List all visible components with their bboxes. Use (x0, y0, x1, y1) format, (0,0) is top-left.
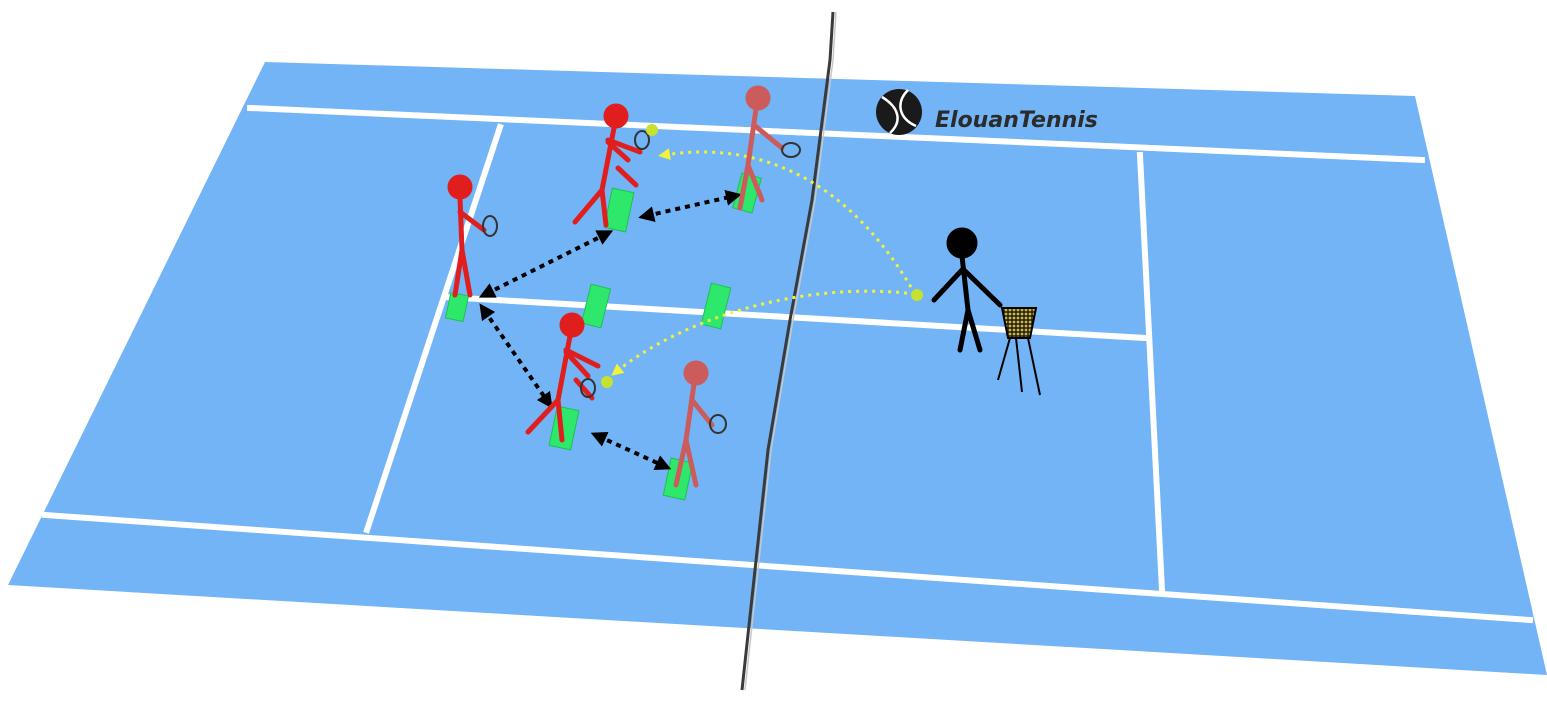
tennis-ball (911, 289, 923, 301)
tennis-ball (601, 376, 613, 388)
tennis-ball-icon (876, 89, 922, 135)
brand-name: ElouanTennis (935, 108, 1098, 133)
tennis-ball (646, 124, 658, 136)
